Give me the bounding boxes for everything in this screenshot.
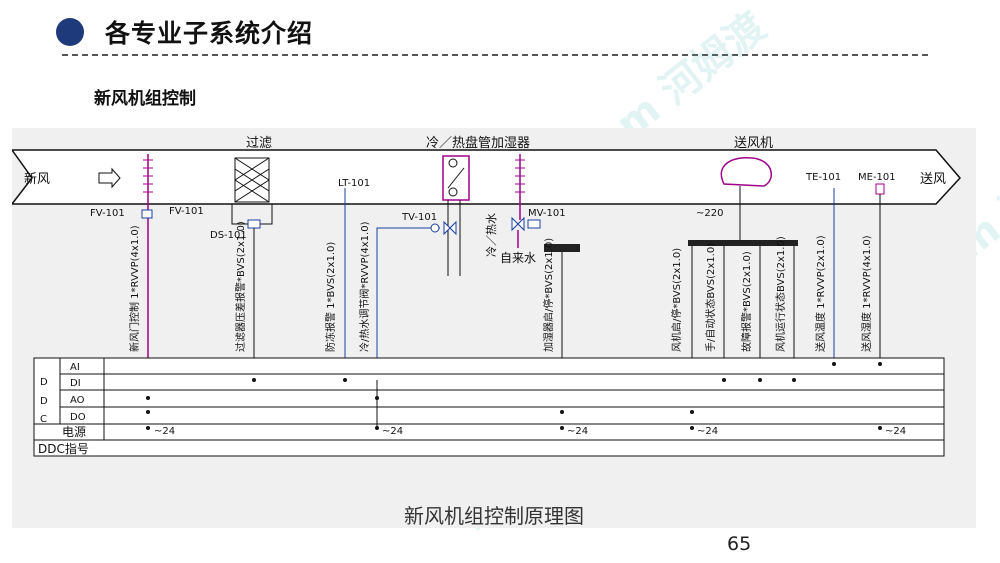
duct-outlet-label: 送风 — [920, 172, 946, 187]
power-mark: ~24 — [567, 426, 588, 437]
power-mark: ~24 — [154, 426, 175, 437]
ddc-row-label: DO — [70, 412, 86, 423]
coil-water-label: 冷／热水 — [485, 213, 498, 257]
cable-label: 送风湿度 1*RVVP(4x1.0) — [860, 235, 873, 352]
tag-ds101: DS-101 — [210, 230, 247, 241]
tv101-actuator-icon — [430, 223, 440, 233]
tv101-valve-icon — [443, 220, 457, 236]
cable-labels: 新风门控制 1*RVVP(4x1.0) 过滤器压差报警*BVS(2x1.0) 防… — [128, 221, 873, 352]
ddc-row-label: 电源 — [62, 425, 86, 439]
humidifier-ticks — [515, 159, 525, 193]
fan-starter-icon — [688, 240, 798, 246]
filter-label: 过滤 — [246, 136, 272, 151]
ddc-row-label: DDC指号 — [38, 441, 89, 456]
fan-power-tag: ~220 — [696, 208, 723, 219]
tag-mv101: MV-101 — [528, 208, 566, 219]
cable-label: 冷/热水调节阀*RVVP(4x1.0) — [358, 221, 371, 352]
filter-icon — [234, 157, 270, 203]
ddc-row-label: DI — [70, 378, 81, 389]
ahu-control-diagram: 新风 送风 过滤 冷／热盘管加湿器 送风机 FV-101 FV-101 DS-1… — [12, 128, 976, 528]
damper-actuator-icon — [141, 209, 153, 219]
cable-label: 新风门控制 1*RVVP(4x1.0) — [128, 225, 141, 352]
tv101-signal-line — [376, 227, 440, 380]
section-subtitle: 新风机组控制 — [94, 89, 196, 109]
signal-dots — [146, 362, 882, 430]
ddc-letter: C — [40, 414, 47, 425]
ds101-sensor-icon — [247, 219, 261, 229]
me101-sensor-icon — [875, 183, 885, 195]
ddc-table: D D C AI DI AO DO 电源 DDC指号 ~24 ~24 ~24 ~… — [33, 357, 945, 457]
cable-label: 手/自动状态BVS(2x1.0) — [704, 243, 717, 352]
damper-ticks — [143, 159, 153, 193]
tap-water-label: 自来水 — [500, 251, 536, 265]
airflow-arrow-icon — [98, 167, 121, 189]
coil-label: 冷／热盘管加湿器 — [426, 135, 530, 151]
fan-icon — [720, 156, 773, 187]
water-tank-icon — [544, 244, 580, 252]
tag-tv101: TV-101 — [401, 212, 437, 223]
ddc-letter: D — [40, 396, 48, 407]
tag-fv101a: FV-101 — [90, 208, 125, 219]
tag-me101: ME-101 — [858, 172, 896, 183]
cable-label: 防冻报警 1*BVS(2x1.0) — [324, 242, 337, 352]
tag-fv101b: FV-101 — [169, 206, 204, 217]
fan-label: 送风机 — [734, 136, 773, 151]
cable-label: 送风温度 1*RVVP(2x1.0) — [814, 235, 827, 352]
diagram-caption: 新风机组控制原理图 — [404, 504, 584, 528]
ahu-schematic: 新风 送风 过滤 冷／热盘管加湿器 送风机 FV-101 FV-101 DS-1… — [12, 135, 962, 457]
tag-te101: TE-101 — [805, 172, 841, 183]
ddc-row-label: AO — [70, 395, 85, 406]
cable-label: 故障报警*BVS(2x1.0) — [740, 251, 753, 352]
mv101-valve-icon — [511, 216, 525, 232]
power-mark: ~24 — [697, 426, 718, 437]
cable-label: 风机运行状态BVS(2x1.0) — [774, 236, 787, 352]
page-title: 各专业子系统介绍 — [105, 19, 314, 48]
power-mark: ~24 — [382, 426, 403, 437]
power-mark: ~24 — [885, 426, 906, 437]
title-bullet — [56, 18, 84, 46]
cable-label: 加湿器启/停*BVS(2x1.0) — [542, 238, 555, 352]
title-divider — [62, 54, 928, 56]
cable-label: 风机启/停*BVS(2x1.0) — [670, 248, 683, 352]
ddc-row-label: AI — [70, 362, 80, 373]
tag-lt101: LT-101 — [338, 178, 370, 189]
ddc-letter: D — [40, 377, 48, 388]
page-number: 65 — [727, 533, 752, 555]
cable-label: 过滤器压差报警*BVS(2x1.0) — [234, 221, 247, 352]
mv101-actuator-icon — [527, 219, 541, 229]
duct-inlet-label: 新风 — [24, 171, 50, 187]
